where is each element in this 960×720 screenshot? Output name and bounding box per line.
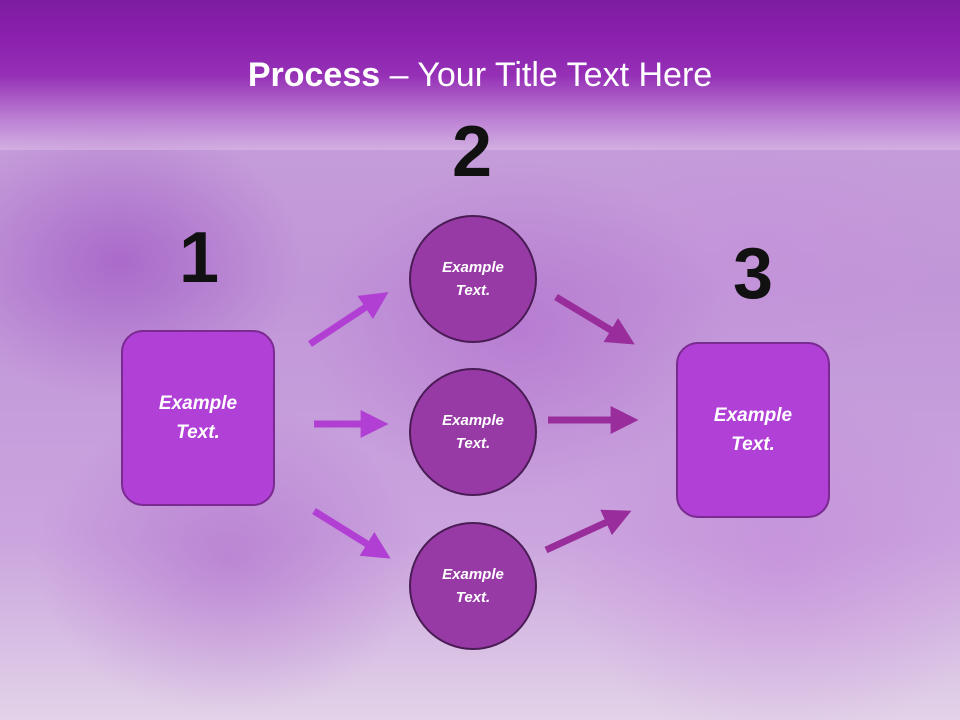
step-number-2: 2	[451, 112, 493, 192]
circle-bottom-text: Example Text.	[442, 566, 504, 606]
arrow-right-up	[544, 509, 632, 554]
title-bold: Process	[247, 56, 381, 94]
arrow-right-down	[554, 294, 635, 345]
step-number-3: 3	[732, 234, 774, 314]
arrow-left-up	[308, 292, 389, 347]
arrow-left-down	[312, 508, 391, 559]
circle-bottom: Example Text.	[409, 522, 537, 650]
right-box-text: Example Text.	[713, 405, 793, 455]
left-box-text: Example Text.	[158, 393, 238, 443]
step-number-1: 1	[178, 218, 220, 298]
circle-middle-text: Example Text.	[442, 412, 504, 452]
title-rest: – Your Title Text Here	[380, 56, 713, 94]
header-band	[0, 0, 960, 150]
slide-title: Process – Your Title Text Here	[0, 52, 960, 98]
left-box: Example Text.	[121, 330, 275, 506]
circle-top-text: Example Text.	[442, 259, 504, 299]
right-box: Example Text.	[676, 342, 830, 518]
circle-middle: Example Text.	[409, 368, 537, 496]
circle-top: Example Text.	[409, 215, 537, 343]
